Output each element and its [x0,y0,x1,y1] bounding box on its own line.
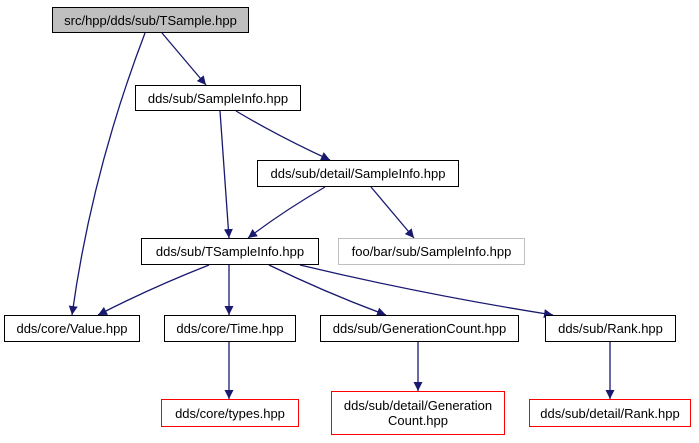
node-label: dds/sub/detail/Rank.hpp [540,405,680,421]
node-label: dds/core/types.hpp [175,405,285,421]
node-detail-rank-missing[interactable]: dds/sub/detail/Rank.hpp [529,399,691,427]
node-detail-sampleinfo[interactable]: dds/sub/detail/SampleInfo.hpp [257,160,459,187]
node-tsample-current-file[interactable]: src/hpp/dds/sub/TSample.hpp [52,7,249,33]
node-label: dds/core/Time.hpp [176,321,284,336]
edge-sampleinfo-to-tsampleinfo [219,110,233,239]
node-label: dds/sub/detail/Generation Count.hpp [343,398,493,428]
node-tsampleinfo[interactable]: dds/sub/TSampleInfo.hpp [141,238,319,265]
edge-tsampleinfo-to-rank [299,264,554,319]
node-label: dds/sub/GenerationCount.hpp [332,321,507,336]
node-foobar-sampleinfo-external[interactable]: foo/bar/sub/SampleInfo.hpp [338,238,525,265]
edge-tsample-to-value [68,32,146,316]
edge-tsampleinfo-to-generationcount [268,264,387,317]
node-label: dds/sub/TSampleInfo.hpp [155,244,305,259]
node-label: dds/sub/Rank.hpp [558,321,663,336]
node-core-types-missing[interactable]: dds/core/types.hpp [161,399,299,427]
node-generationcount[interactable]: dds/sub/GenerationCount.hpp [320,315,519,342]
node-label: foo/bar/sub/SampleInfo.hpp [351,244,512,259]
node-sampleinfo[interactable]: dds/sub/SampleInfo.hpp [135,85,301,111]
edge-tsampleinfo-to-value [97,264,210,316]
node-detail-generationcount-missing[interactable]: dds/sub/detail/Generation Count.hpp [331,391,505,435]
edge-sampleinfo-to-detail_sampleinfo [235,110,331,161]
node-rank[interactable]: dds/sub/Rank.hpp [545,315,676,342]
node-label: dds/sub/detail/SampleInfo.hpp [270,166,446,181]
edge-tsample-to-sampleinfo [161,32,207,86]
node-core-time[interactable]: dds/core/Time.hpp [164,315,296,342]
edge-detail_sampleinfo-to-tsampleinfo [247,186,326,239]
node-core-value[interactable]: dds/core/Value.hpp [4,315,140,342]
edge-detail_sampleinfo-to-foobar_sampleinfo [370,186,415,239]
node-label: dds/core/Value.hpp [16,321,128,336]
node-label: dds/sub/SampleInfo.hpp [147,90,289,106]
node-label: src/hpp/dds/sub/TSample.hpp [64,12,237,28]
